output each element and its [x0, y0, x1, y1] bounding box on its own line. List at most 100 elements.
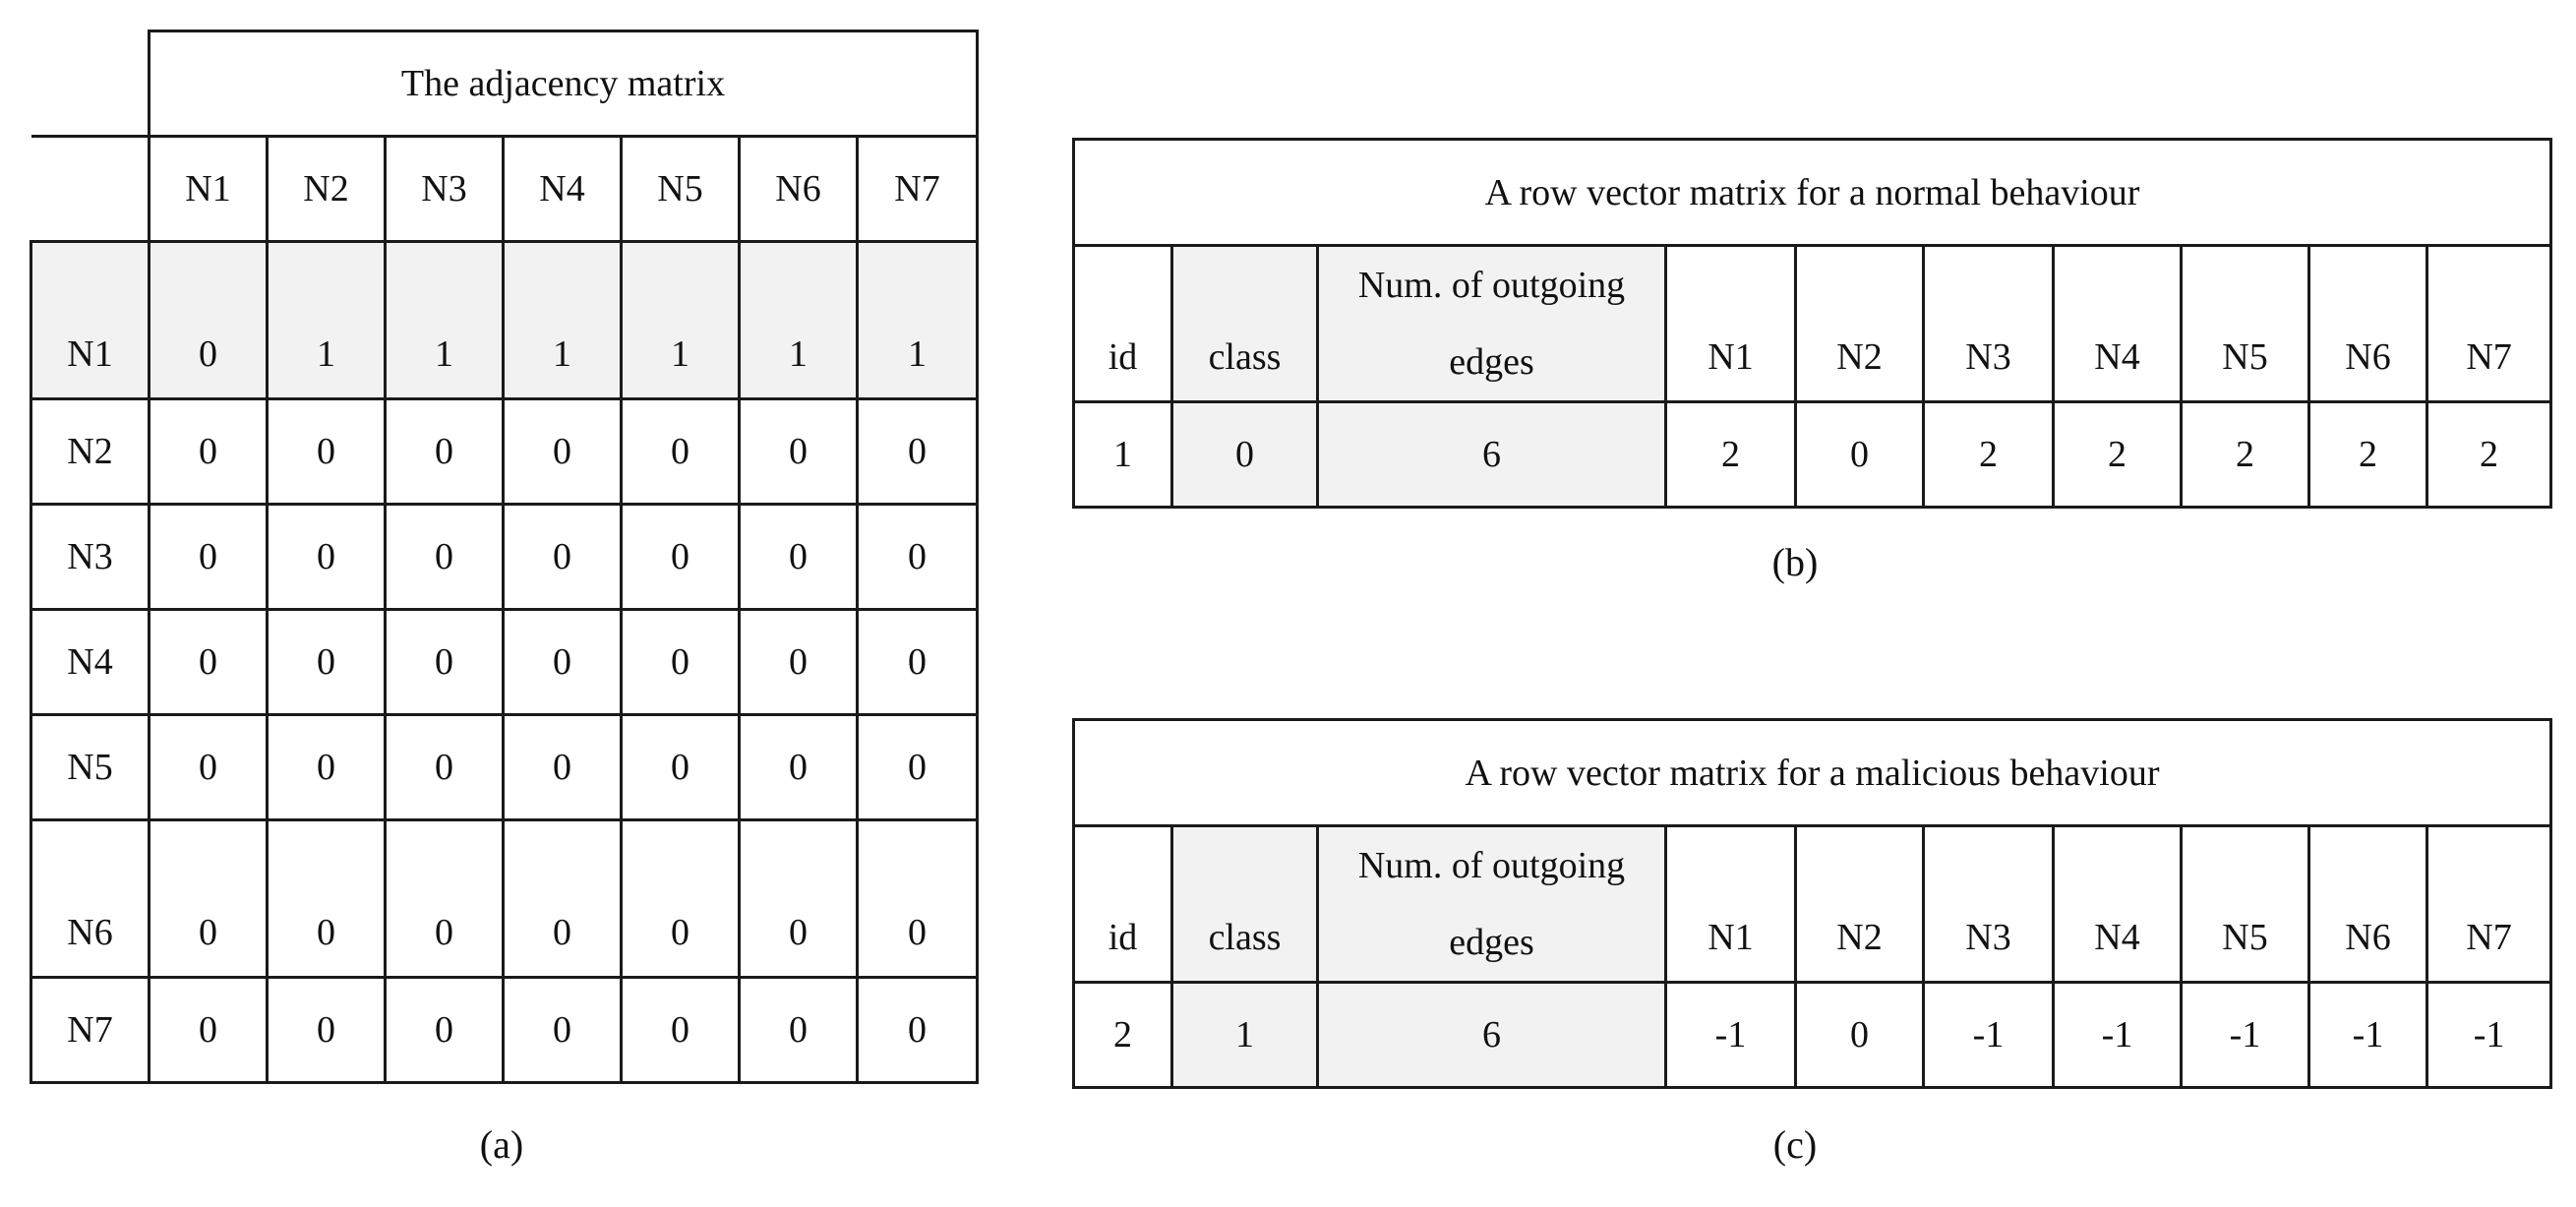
- header-node: N7: [2425, 824, 2553, 984]
- column-header: N4: [502, 135, 623, 243]
- matrix-cell: 1: [266, 240, 387, 400]
- matrix-cell: 0: [856, 976, 979, 1084]
- matrix-cell: 0: [384, 503, 505, 611]
- value-id: 1: [1072, 400, 1173, 509]
- matrix-cell: 0: [502, 818, 623, 979]
- matrix-cell: 1: [620, 240, 741, 400]
- matrix-cell: 0: [620, 713, 741, 821]
- value-node: 2: [2307, 400, 2428, 509]
- matrix-cell: 0: [620, 818, 741, 979]
- matrix-row-n5: N5 0 0 0 0 0 0 0: [30, 713, 979, 821]
- matrix-cell: 1: [738, 240, 859, 400]
- matrix-cell: 0: [384, 713, 505, 821]
- matrix-cell: 0: [148, 240, 269, 400]
- header-node: N5: [2180, 824, 2310, 984]
- caption-c: (c): [1772, 1122, 1818, 1167]
- matrix-cell: 0: [384, 608, 505, 716]
- matrix-cell: 0: [148, 976, 269, 1084]
- matrix-cell: 0: [738, 397, 859, 506]
- header-id: id: [1072, 824, 1173, 984]
- matrix-cell: 0: [738, 818, 859, 979]
- matrix-row-n4: N4 0 0 0 0 0 0 0: [30, 608, 979, 716]
- header-outgoing-edges: Num. of outgoing edges: [1316, 244, 1667, 403]
- matrix-cell: 0: [738, 976, 859, 1084]
- matrix-row-n1: N1 0 1 1 1 1 1 1: [30, 240, 979, 400]
- adjacency-matrix-table: The adjacency matrix N1 N2 N3 N4 N5 N6 N…: [30, 30, 979, 1084]
- column-header: N2: [266, 135, 387, 243]
- matrix-cell: 0: [502, 503, 623, 611]
- normal-title: A row vector matrix for a normal behavio…: [1071, 138, 2553, 247]
- matrix-cell: 0: [738, 503, 859, 611]
- header-node: N4: [2052, 244, 2183, 403]
- matrix-cell: 0: [620, 397, 741, 506]
- caption-b: (b): [1771, 540, 1819, 584]
- header-node: N3: [1922, 244, 2055, 403]
- header-class: class: [1170, 824, 1319, 984]
- matrix-cell: 0: [738, 713, 859, 821]
- matrix-cell: 0: [502, 976, 623, 1084]
- row-label: N1: [30, 240, 150, 400]
- column-header: N5: [620, 135, 741, 243]
- matrix-cell: 0: [148, 397, 269, 506]
- value-node: 2: [1664, 400, 1797, 509]
- value-id: 2: [1072, 981, 1173, 1089]
- matrix-cell: 0: [856, 397, 979, 506]
- column-header: N7: [856, 135, 979, 243]
- value-node: -1: [2425, 981, 2553, 1089]
- matrix-cell: 1: [502, 240, 623, 400]
- row-label: N7: [30, 976, 150, 1084]
- corner-cell: [30, 136, 150, 243]
- column-header: N1: [148, 135, 269, 243]
- matrix-cell: 0: [266, 976, 387, 1084]
- matrix-row-n7: N7 0 0 0 0 0 0 0: [30, 976, 979, 1084]
- malicious-title: A row vector matrix for a malicious beha…: [1071, 718, 2553, 827]
- header-node: N2: [1794, 244, 1925, 403]
- value-node: -1: [2052, 981, 2183, 1089]
- matrix-cell: 0: [856, 713, 979, 821]
- matrix-cell: 0: [856, 503, 979, 611]
- adjacency-title: The adjacency matrix: [148, 30, 979, 138]
- matrix-cell: 0: [620, 976, 741, 1084]
- value-node: 0: [1794, 400, 1925, 509]
- matrix-cell: 0: [502, 397, 623, 506]
- value-node: -1: [1922, 981, 2055, 1089]
- header-node: N4: [2052, 824, 2183, 984]
- matrix-cell: 0: [266, 397, 387, 506]
- matrix-cell: 0: [502, 713, 623, 821]
- header-id: id: [1072, 244, 1173, 403]
- header-node: N7: [2425, 244, 2553, 403]
- matrix-cell: 0: [266, 608, 387, 716]
- row-label: N2: [30, 397, 150, 506]
- matrix-cell: 0: [738, 608, 859, 716]
- matrix-cell: 0: [148, 503, 269, 611]
- malicious-row-vector-table: A row vector matrix for a malicious beha…: [1071, 718, 2553, 1089]
- header-class: class: [1170, 244, 1319, 403]
- header-node: N6: [2307, 824, 2428, 984]
- matrix-cell: 1: [856, 240, 979, 400]
- matrix-cell: 0: [384, 818, 505, 979]
- normal-row-vector-table: A row vector matrix for a normal behavio…: [1071, 138, 2553, 509]
- matrix-cell: 0: [266, 713, 387, 821]
- row-label: N3: [30, 503, 150, 611]
- value-node: 2: [2052, 400, 2183, 509]
- matrix-cell: 0: [620, 608, 741, 716]
- column-header: N6: [738, 135, 859, 243]
- value-node: 2: [1922, 400, 2055, 509]
- value-node: -1: [1664, 981, 1797, 1089]
- header-node: N3: [1922, 824, 2055, 984]
- matrix-cell: 0: [502, 608, 623, 716]
- matrix-cell: 0: [856, 818, 979, 979]
- row-label: N5: [30, 713, 150, 821]
- row-label: N4: [30, 608, 150, 716]
- header-node: N1: [1664, 244, 1797, 403]
- matrix-row-n3: N3 0 0 0 0 0 0 0: [30, 503, 979, 611]
- matrix-row-n2: N2 0 0 0 0 0 0 0: [30, 397, 979, 506]
- matrix-cell: 1: [384, 240, 505, 400]
- value-outgoing-edges: 6: [1316, 981, 1667, 1089]
- matrix-cell: 0: [384, 976, 505, 1084]
- matrix-cell: 0: [148, 818, 269, 979]
- value-node: 2: [2180, 400, 2310, 509]
- value-node: 0: [1794, 981, 1925, 1089]
- header-node: N6: [2307, 244, 2428, 403]
- header-outgoing-edges: Num. of outgoing edges: [1316, 824, 1667, 984]
